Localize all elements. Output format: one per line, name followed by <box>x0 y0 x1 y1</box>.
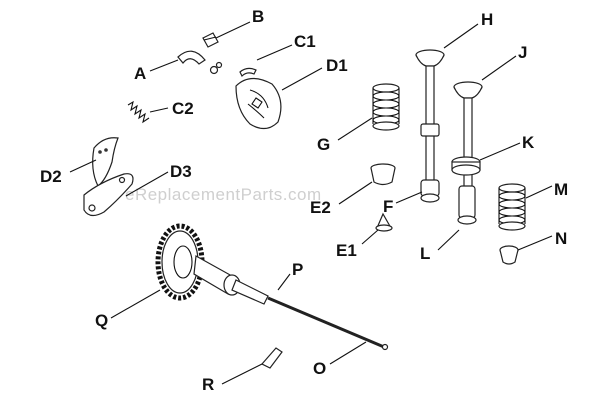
part-c2-spring <box>127 100 150 124</box>
label-r: R <box>202 375 214 394</box>
label-b: B <box>252 7 264 26</box>
label-q: Q <box>95 311 108 330</box>
part-c1 <box>239 67 257 78</box>
part-e1-keeper <box>375 212 393 232</box>
part-d3-lever <box>83 173 134 217</box>
part-f-tappet <box>420 179 440 203</box>
label-m: M <box>554 180 568 199</box>
part-a-weight <box>177 50 206 65</box>
label-f: F <box>383 197 393 216</box>
label-g: G <box>317 135 330 154</box>
label-n: N <box>555 229 567 248</box>
part-j-valve <box>453 81 483 211</box>
part-k-retainer <box>451 156 481 176</box>
watermark: eReplacementParts.com <box>125 185 322 204</box>
part-r-pin <box>261 347 283 369</box>
label-e1: E1 <box>336 241 357 260</box>
part-h-valve <box>415 49 445 195</box>
part-m-spring <box>498 183 526 231</box>
label-p: P <box>292 260 303 279</box>
label-a: A <box>134 64 146 83</box>
part-clip <box>209 61 223 75</box>
part-g-spring <box>372 83 400 131</box>
part-b-pin <box>202 32 219 48</box>
label-h: H <box>481 10 493 29</box>
label-c1: C1 <box>294 32 316 51</box>
part-o-shaft <box>267 296 389 351</box>
label-e2: E2 <box>310 198 331 217</box>
leader-lines <box>69 21 553 385</box>
label-l: L <box>420 244 430 263</box>
part-d1-plate <box>235 77 282 130</box>
label-o: O <box>313 359 326 378</box>
label-d2: D2 <box>40 167 62 186</box>
part-l-lifter <box>457 185 477 225</box>
part-q-cam-gear <box>155 223 269 305</box>
label-d3: D3 <box>170 162 192 181</box>
part-labels: A B C1 D1 C2 D2 D3 G H J K E2 F E1 L M N… <box>40 7 568 394</box>
part-n-keeper <box>499 245 519 265</box>
label-d1: D1 <box>326 56 348 75</box>
label-c2: C2 <box>172 99 194 118</box>
label-k: K <box>522 133 535 152</box>
label-j: J <box>518 43 527 62</box>
part-e2-seat <box>370 163 396 186</box>
part-d2-bracket <box>92 137 119 187</box>
